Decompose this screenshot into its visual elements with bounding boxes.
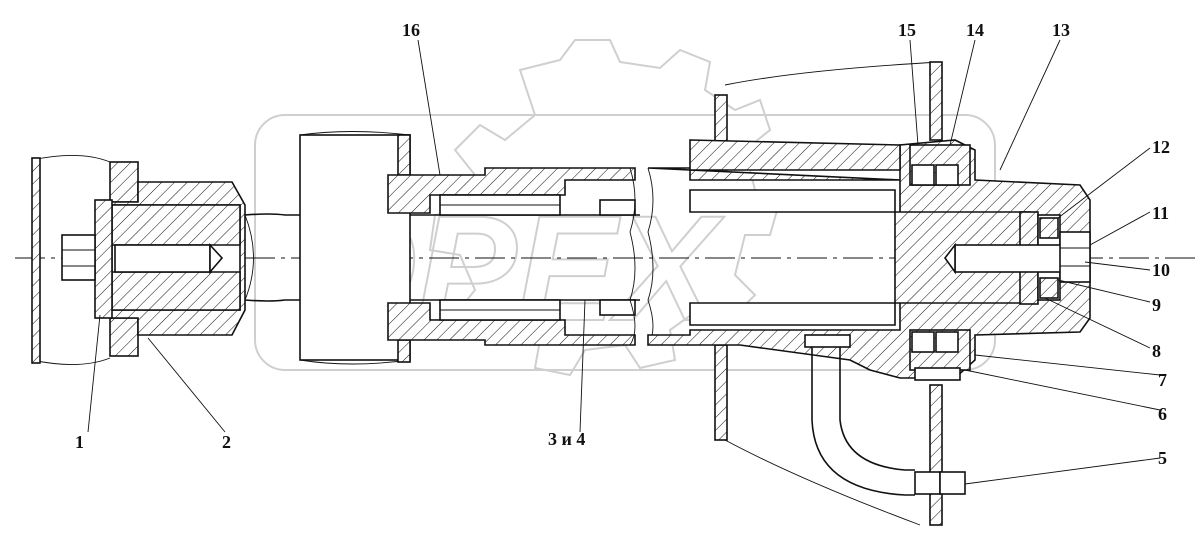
callout-9: 9 [1152, 295, 1161, 315]
callout-12: 12 [1152, 137, 1170, 157]
callout-3-4: 3 и 4 [548, 429, 585, 449]
tube-assembly [387, 167, 654, 346]
callout-5: 5 [1158, 448, 1167, 468]
callout-10: 10 [1152, 260, 1170, 280]
leader-lines [87, 39, 1161, 485]
callout-6: 6 [1158, 404, 1167, 424]
seal-rings [909, 144, 971, 381]
callout-2: 2 [222, 432, 231, 452]
callout-13: 13 [1052, 20, 1070, 40]
shaft [244, 213, 640, 302]
callout-1: 1 [75, 432, 84, 452]
callout-8: 8 [1152, 341, 1161, 361]
callout-7: 7 [1158, 370, 1167, 390]
grease-pipe [804, 334, 966, 496]
left-hub [61, 181, 246, 336]
callout-11: 11 [1152, 203, 1169, 223]
callout-labels: 1 2 3 и 4 5 6 7 8 9 10 11 12 13 14 15 16 [75, 20, 1170, 468]
end-cap [944, 211, 1091, 305]
callout-15: 15 [898, 20, 916, 40]
callout-14: 14 [966, 20, 984, 40]
callout-16: 16 [402, 20, 420, 40]
